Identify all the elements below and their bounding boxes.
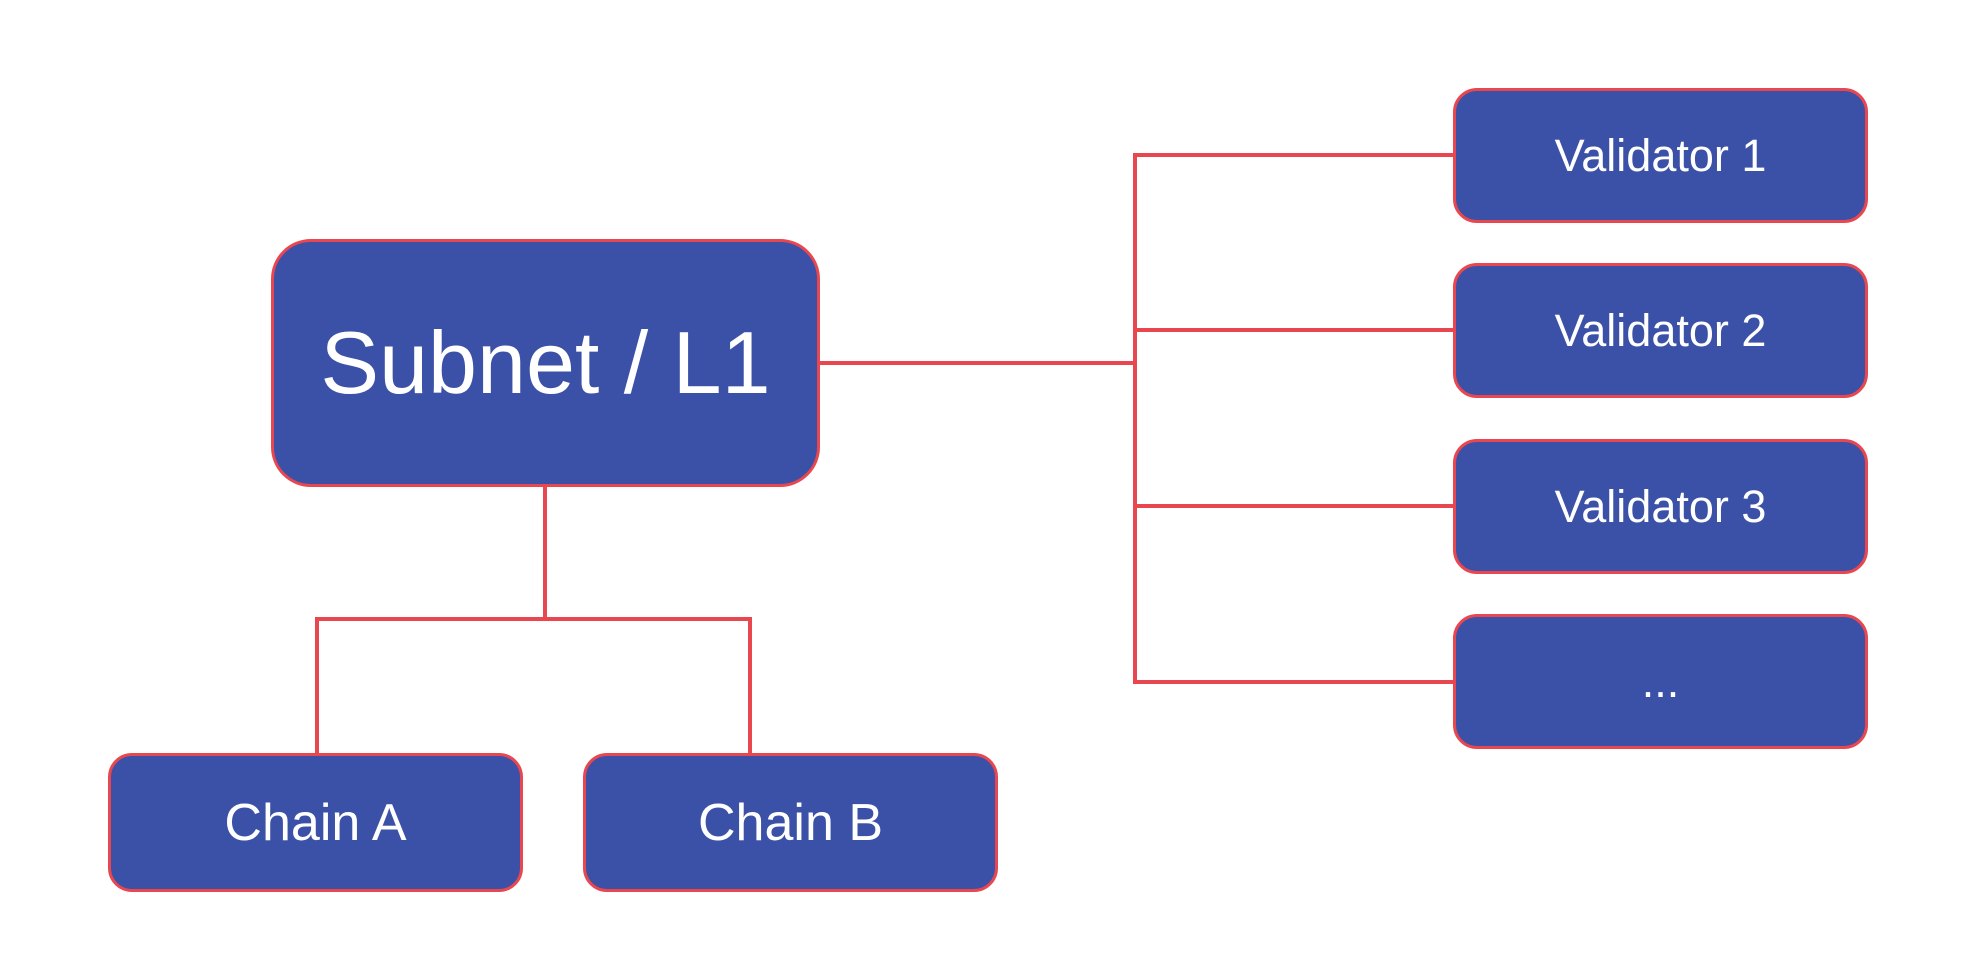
connector-trunk-to-validator-1: [1135, 153, 1453, 157]
connector-subnet-to-trunk: [820, 361, 1135, 365]
subnet-node: Subnet / L1: [271, 239, 820, 487]
validator-3-node-label: Validator 3: [1554, 481, 1767, 532]
chain-a-node: Chain A: [108, 753, 523, 892]
validator-more-node-label: ...: [1641, 656, 1680, 707]
connector-subnet-to-chains: [543, 487, 547, 619]
connector-chains-crossbar: [315, 617, 752, 621]
connector-trunk-to-validator-2: [1135, 328, 1453, 332]
chain-b-node-label: Chain B: [698, 793, 883, 852]
connector-trunk-to-validator-3: [1135, 504, 1453, 508]
validator-1-node-label: Validator 1: [1554, 130, 1767, 181]
validator-more-node: ...: [1453, 614, 1868, 749]
subnet-node-label: Subnet / L1: [320, 313, 771, 412]
connector-to-chain-b: [748, 617, 752, 754]
chain-b-node: Chain B: [583, 753, 998, 892]
validator-2-node-label: Validator 2: [1554, 305, 1767, 356]
connector-trunk-to-validator-more: [1135, 680, 1453, 684]
chain-a-node-label: Chain A: [224, 793, 407, 852]
connector-validator-trunk: [1133, 153, 1137, 684]
validator-3-node: Validator 3: [1453, 439, 1868, 574]
validator-1-node: Validator 1: [1453, 88, 1868, 223]
validator-2-node: Validator 2: [1453, 263, 1868, 398]
connector-to-chain-a: [315, 617, 319, 754]
